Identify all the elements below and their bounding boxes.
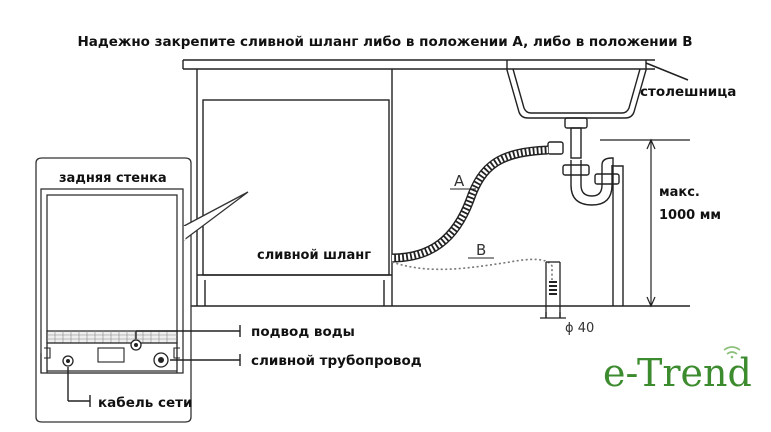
max-height-label-2: 1000 мм — [659, 208, 721, 223]
back-panel-grille — [47, 331, 177, 343]
siphon — [547, 117, 624, 306]
position-a-label: A — [454, 172, 465, 190]
leader-lines — [67, 325, 241, 407]
brand-logo: e-Trend — [603, 351, 752, 395]
wifi-icon — [723, 346, 741, 359]
standpipe — [540, 261, 566, 319]
dishwasher-body — [196, 69, 393, 306]
drain-hose-b — [391, 258, 553, 280]
max-height-label-1: макс. — [659, 185, 700, 200]
countertop-label: столешница — [640, 84, 736, 100]
diagram-title: Надежно закрепите сливной шланг либо в п… — [77, 34, 692, 50]
position-b-label: B — [476, 241, 486, 259]
back-panel-bottom — [44, 342, 180, 374]
pipe-diameter-label: ϕ 40 — [565, 321, 594, 336]
power-cable-label: кабель сети — [98, 395, 192, 411]
back-wall-callout — [35, 157, 249, 423]
water-inlet-label: подвод воды — [251, 324, 355, 340]
power-cable-port — [62, 355, 74, 367]
drain-hose-a — [391, 145, 549, 263]
drain-hose-label: сливной шланг — [257, 248, 371, 263]
max-height-dimension — [600, 138, 690, 308]
drain-pipe-label: сливной трубопровод — [251, 353, 422, 369]
countertop — [182, 59, 655, 70]
countertop-leader — [645, 62, 689, 81]
back-wall-label: задняя стенка — [59, 171, 167, 186]
water-inlet-port — [130, 339, 142, 351]
back-panel — [40, 188, 184, 374]
drain-pipe-port — [153, 352, 169, 368]
